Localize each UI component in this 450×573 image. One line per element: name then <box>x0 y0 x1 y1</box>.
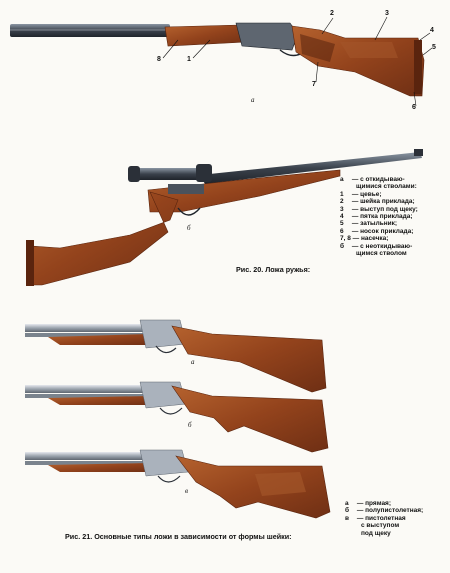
gun-21c <box>25 449 331 519</box>
gun-a-barrels <box>10 24 170 37</box>
fig21-label-c: в <box>185 487 189 495</box>
callout-5: 5 <box>432 44 436 51</box>
legend-row: а — с откидываю- <box>340 176 405 183</box>
gun-21a <box>25 319 327 393</box>
gun-a-buttplate <box>414 40 422 94</box>
legend-row: б — с неоткидываю- <box>340 242 413 250</box>
legend-row: с выступом <box>361 522 400 530</box>
gun-a-checkering <box>300 34 335 62</box>
legend-row: 3 — выступ под щеку; <box>340 205 418 213</box>
gun-a-forend <box>164 24 247 47</box>
legend-row: 2 — шейка приклада; <box>340 198 415 206</box>
panel-label-b: б <box>187 224 191 232</box>
gun-b-buttplate <box>26 240 34 286</box>
gun-b-scope <box>132 168 210 180</box>
gun-b-barrel <box>200 152 422 184</box>
callout-1: 1 <box>187 56 191 63</box>
fig20-legend: а — с откидываю- щимися стволами: 1 — це… <box>340 176 448 257</box>
fig20-caption: Рис. 20. Ложа ружья: <box>236 265 311 274</box>
legend-row: в — пистолетная <box>345 514 406 522</box>
fig21-legend: а — прямая; б — полупистолетная; в — пис… <box>345 500 445 537</box>
legend-row: 5 — затыльник; <box>340 220 398 228</box>
callout-2: 2 <box>330 10 334 17</box>
gun-a-cheekpiece <box>340 42 398 58</box>
panel-label-a: а <box>251 96 255 104</box>
fig21-caption: Рис. 21. Основные типы ложи в зависимост… <box>65 532 292 541</box>
legend-row: 6 — носок приклада; <box>340 227 414 235</box>
callout-6: 6 <box>412 104 416 111</box>
gun-b-rifle <box>26 149 423 286</box>
fig21-label-a: а <box>191 358 195 366</box>
callout-3: 3 <box>385 10 389 17</box>
gun-21b <box>25 381 329 453</box>
legend-row: 1 — цевье; <box>340 190 382 198</box>
legend-row: б — полупистолетная; <box>345 507 424 515</box>
legend-row: а — прямая; <box>345 500 392 507</box>
gun-a-receiver <box>235 22 299 51</box>
legend-row: щимися стволами: <box>356 183 417 191</box>
gun-b-forend <box>147 169 341 213</box>
legend-row: щимся стволом <box>356 250 407 258</box>
legend-row: 7, 8 — насечка; <box>340 235 389 243</box>
legend-row: под щеку <box>361 529 391 537</box>
gun-a-leaders <box>162 16 433 107</box>
gun-a-over-under <box>10 22 425 97</box>
callout-8: 8 <box>157 56 161 63</box>
callout-4: 4 <box>430 27 434 34</box>
fig21-label-b: б <box>188 421 192 429</box>
gun-b-action <box>168 184 204 194</box>
legend-row: 4 — пятка приклада; <box>340 213 413 221</box>
callout-7: 7 <box>312 81 316 88</box>
